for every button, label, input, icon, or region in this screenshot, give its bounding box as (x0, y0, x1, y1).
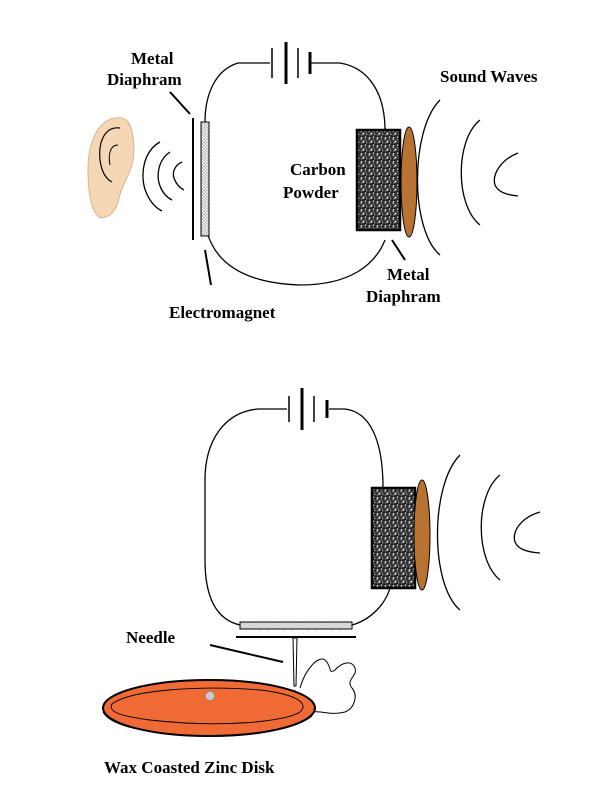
top-carbon-powder (355, 128, 402, 232)
label-metal-diaphram-right-line2: Diaphram (366, 287, 441, 306)
pointer-metal-diaphram-right (391, 239, 406, 261)
top-circuit-wire (204, 62, 386, 286)
bottom-sound-waves (436, 454, 541, 611)
label-metal-diaphram-left-line2: Diaphram (107, 70, 182, 89)
label-powder: Powder (283, 183, 339, 202)
label-metal-diaphram-left-line1: Metal (131, 49, 174, 68)
bottom-carbon-powder (370, 486, 417, 590)
label-carbon: Carbon (290, 160, 346, 179)
top-metal-diaphragm-right (400, 126, 418, 238)
needle-icon (292, 637, 298, 687)
top-right-sound-waves (416, 99, 519, 256)
pointer-metal-diaphram-left (169, 91, 191, 115)
label-needle: Needle (126, 628, 176, 647)
bottom-electromagnet (236, 621, 356, 638)
label-sound-waves: Sound Waves (440, 67, 538, 86)
bottom-diagram: Needle Wax Coasted Zinc Disk (102, 388, 541, 777)
bottom-battery (288, 388, 329, 430)
wax-zinc-disk (102, 679, 316, 737)
top-battery (271, 42, 312, 84)
top-left-sound-waves (142, 141, 185, 212)
pointer-needle (209, 644, 284, 663)
bottom-circuit-wire (204, 408, 391, 626)
pointer-electromagnet (204, 249, 212, 286)
bottom-metal-diaphragm-right (413, 479, 431, 591)
label-wax-coasted-zinc-disk: Wax Coasted Zinc Disk (104, 758, 275, 777)
top-metal-diaphragm-left (192, 118, 210, 240)
ear-icon (87, 117, 135, 219)
label-metal-diaphram-right-line1: Metal (387, 265, 430, 284)
top-diagram: Metal Diaphram Sound Waves Carbon Powder… (87, 42, 538, 322)
label-electromagnet: Electromagnet (169, 303, 276, 322)
